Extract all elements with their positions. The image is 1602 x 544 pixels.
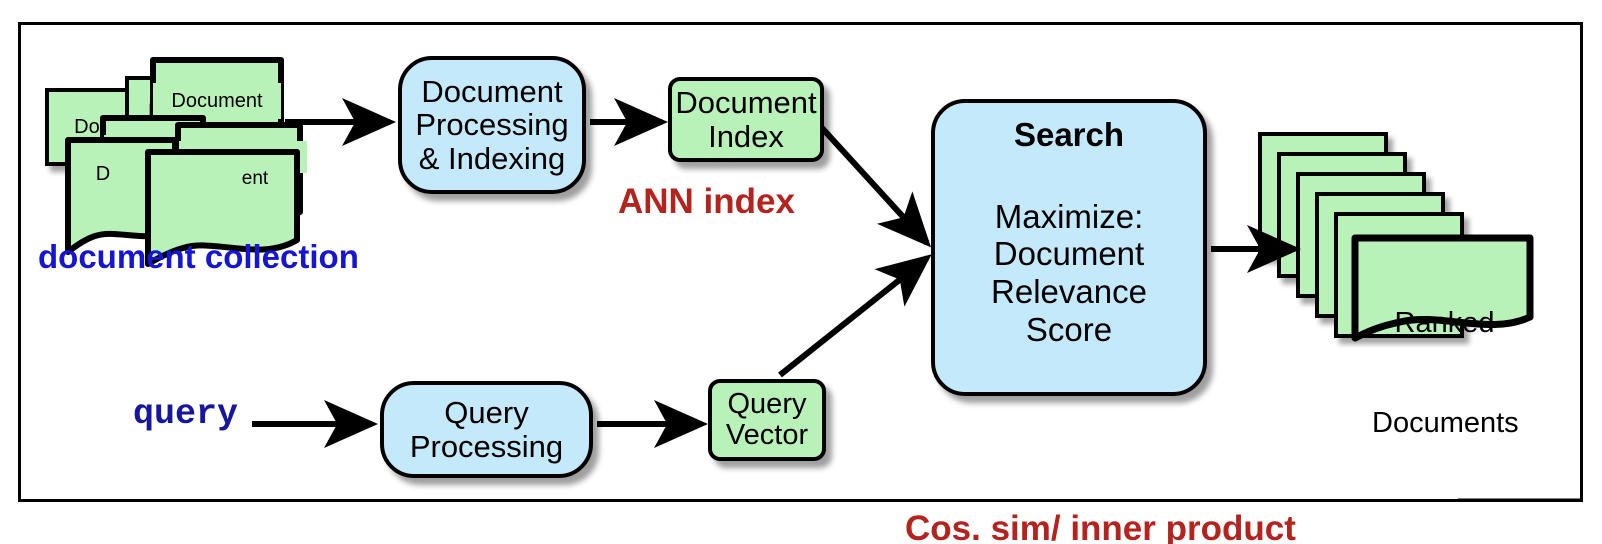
node-search-body: Maximize: Document Relevance Score [991,197,1147,350]
node-line: Processing [409,428,564,464]
cos-sim-annotation: Cos. sim/ inner product of dense embeddi… [905,410,1296,544]
node-line: Relevance [991,272,1147,310]
document-page-label-bottomleft: D [85,159,121,189]
node-query-vector[interactable]: Query Vector [708,379,826,461]
cos-sim-line-1: Cos. sim/ inner product [905,508,1296,544]
document-collection-label: document collection [38,238,359,275]
node-line: & Indexing [418,140,566,176]
document-page-label: Docum [122,139,186,162]
node-line: Query [727,387,807,420]
query-label: query [133,394,239,434]
document-page-label-top: Document [153,83,281,119]
node-line: Vector [725,419,809,451]
document-page-label: D [95,162,111,185]
document-page-label-bottomright: ent [225,165,285,193]
ann-index-annotation: ANN index [618,182,795,221]
document-page-label: Document [171,89,263,112]
node-line: Document [675,85,817,121]
node-search[interactable]: Search Maximize: Document Relevance Scor… [931,99,1207,396]
node-document-processing[interactable]: Document Processing & Indexing [398,56,586,194]
node-line: Score [1025,310,1113,348]
node-line: Document [993,235,1145,273]
node-line: Processing [415,107,569,143]
node-query-processing[interactable]: Query Processing [380,381,593,478]
node-line: Index [708,118,784,154]
node-line: Query [444,395,529,431]
document-page-label: ent [241,168,269,189]
document-collection-stack: Docu D Document Docum Document [40,55,330,267]
node-line: Maximize: [994,197,1144,235]
ranked-documents-line: Documents [1372,406,1519,439]
node-search-title: Search [1013,116,1125,153]
node-line: Document [421,73,563,109]
node-document-index[interactable]: Document Index [668,77,824,162]
ranked-documents-label: Ranked Documents [1372,240,1519,507]
ranked-documents-line: Ranked [1394,306,1495,339]
